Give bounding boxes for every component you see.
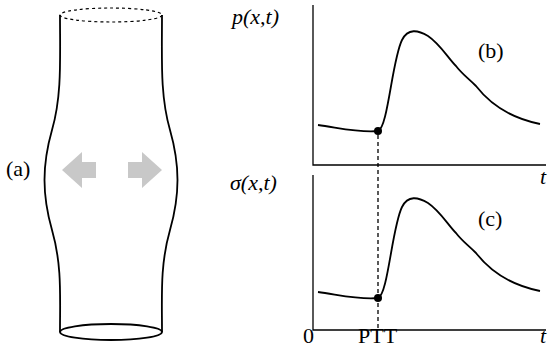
tick-label: PTT [358,325,397,347]
ptt-dashed-line [377,135,378,328]
plot-c-axes [313,175,546,330]
axis-label: t [540,166,546,188]
expansion-arrows [62,152,162,188]
tick-label: 0 [303,325,314,347]
panel-label: (c) [478,208,502,230]
axis-label: σ(x,t) [230,172,277,194]
vessel-tube [45,8,178,340]
panel-label: (b) [478,40,504,62]
plot-b-axes [313,5,546,165]
axis-label: t [540,325,546,347]
pressure-curve [318,31,540,131]
panel-label: (a) [6,158,30,180]
ptt-dot [374,127,382,135]
axis-label: p(x,t) [232,6,279,28]
stress-curve [318,198,540,298]
